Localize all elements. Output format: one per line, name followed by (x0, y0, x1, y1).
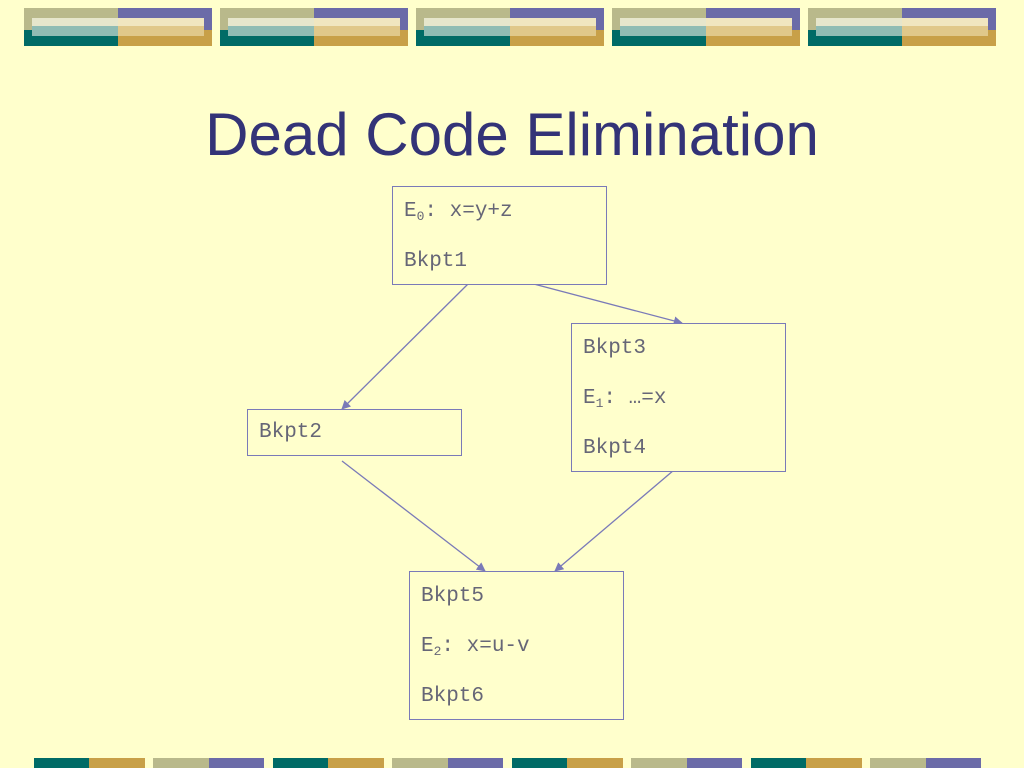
decor-segment (687, 758, 742, 768)
decor-segment (34, 758, 89, 768)
node-e1-breakpoint-bottom: Bkpt4 (583, 437, 647, 460)
decor-segment (209, 758, 264, 768)
decor-segment (89, 758, 145, 768)
decor-segment (512, 758, 567, 768)
decor-segment (328, 758, 384, 768)
top-decorative-band (0, 0, 1024, 50)
decor-segment (392, 758, 448, 768)
decor-segment (273, 758, 328, 768)
decor-segment (806, 758, 862, 768)
node-bkpt2-label: Bkpt2 (259, 421, 323, 444)
decor-segment (870, 758, 926, 768)
edge-n1-n2 (341, 282, 470, 410)
decor-segment (567, 758, 623, 768)
edge-n3-n4 (554, 469, 675, 572)
decor-tile (416, 8, 604, 46)
decor-tile (220, 8, 408, 46)
node-e0-statement: E0: x=y+z (404, 200, 513, 224)
decor-tile (24, 8, 212, 46)
node-e1-breakpoint-top: Bkpt3 (583, 337, 647, 360)
node-e2-breakpoint-top: Bkpt5 (421, 585, 485, 608)
node-e1-statement: E1: …=x (583, 387, 667, 411)
node-e0-block: E0: x=y+z Bkpt1 (392, 186, 607, 285)
decor-segment (631, 758, 687, 768)
decor-tile (808, 8, 996, 46)
node-bkpt2-block: Bkpt2 (247, 409, 462, 456)
edge-n2-n4 (341, 460, 486, 572)
node-e0-breakpoint: Bkpt1 (404, 250, 468, 273)
edge-n1-n3 (529, 282, 683, 326)
node-e1-block: Bkpt3 E1: …=x Bkpt4 (571, 323, 786, 472)
node-e2-statement: E2: x=u-v (421, 635, 530, 659)
node-e2-block: Bkpt5 E2: x=u-v Bkpt6 (409, 571, 624, 720)
node-e2-breakpoint-bottom: Bkpt6 (421, 685, 485, 708)
decor-segment (448, 758, 503, 768)
bottom-decorative-band (0, 758, 1024, 768)
slide-title: Dead Code Elimination (205, 101, 819, 168)
decor-segment (153, 758, 209, 768)
decor-segment (751, 758, 806, 768)
decor-segment (926, 758, 981, 768)
decor-tile (612, 8, 800, 46)
